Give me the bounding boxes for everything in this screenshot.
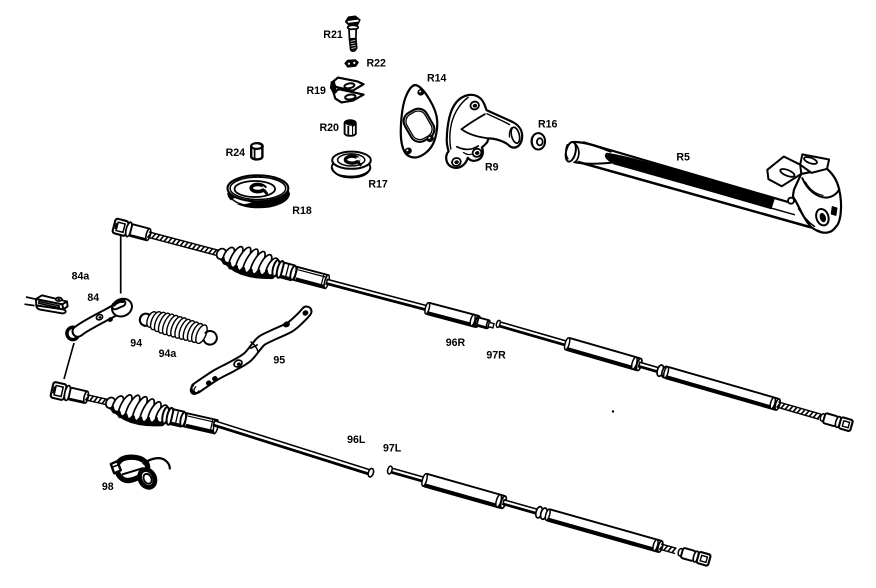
svg-text:R16: R16 — [538, 118, 558, 130]
svg-text:98: 98 — [102, 481, 114, 493]
svg-text:95: 95 — [273, 355, 285, 367]
svg-text:R9: R9 — [485, 162, 499, 174]
svg-text:94a: 94a — [159, 348, 177, 360]
svg-text:97L: 97L — [383, 442, 402, 454]
svg-text:84a: 84a — [72, 270, 90, 282]
svg-text:R14: R14 — [427, 73, 447, 85]
svg-text:97R: 97R — [486, 350, 506, 362]
svg-text:96R: 96R — [446, 337, 466, 349]
svg-text:R24: R24 — [226, 147, 246, 159]
svg-text:R20: R20 — [320, 122, 340, 134]
svg-text:R19: R19 — [307, 85, 327, 97]
svg-text:R21: R21 — [323, 29, 343, 41]
svg-text:R17: R17 — [368, 179, 388, 191]
svg-text:R18: R18 — [292, 205, 312, 217]
svg-text:R5: R5 — [676, 152, 690, 164]
svg-text:R22: R22 — [367, 58, 387, 70]
svg-text:96L: 96L — [347, 434, 366, 446]
svg-text:84: 84 — [87, 292, 99, 304]
svg-text:94: 94 — [130, 337, 142, 349]
